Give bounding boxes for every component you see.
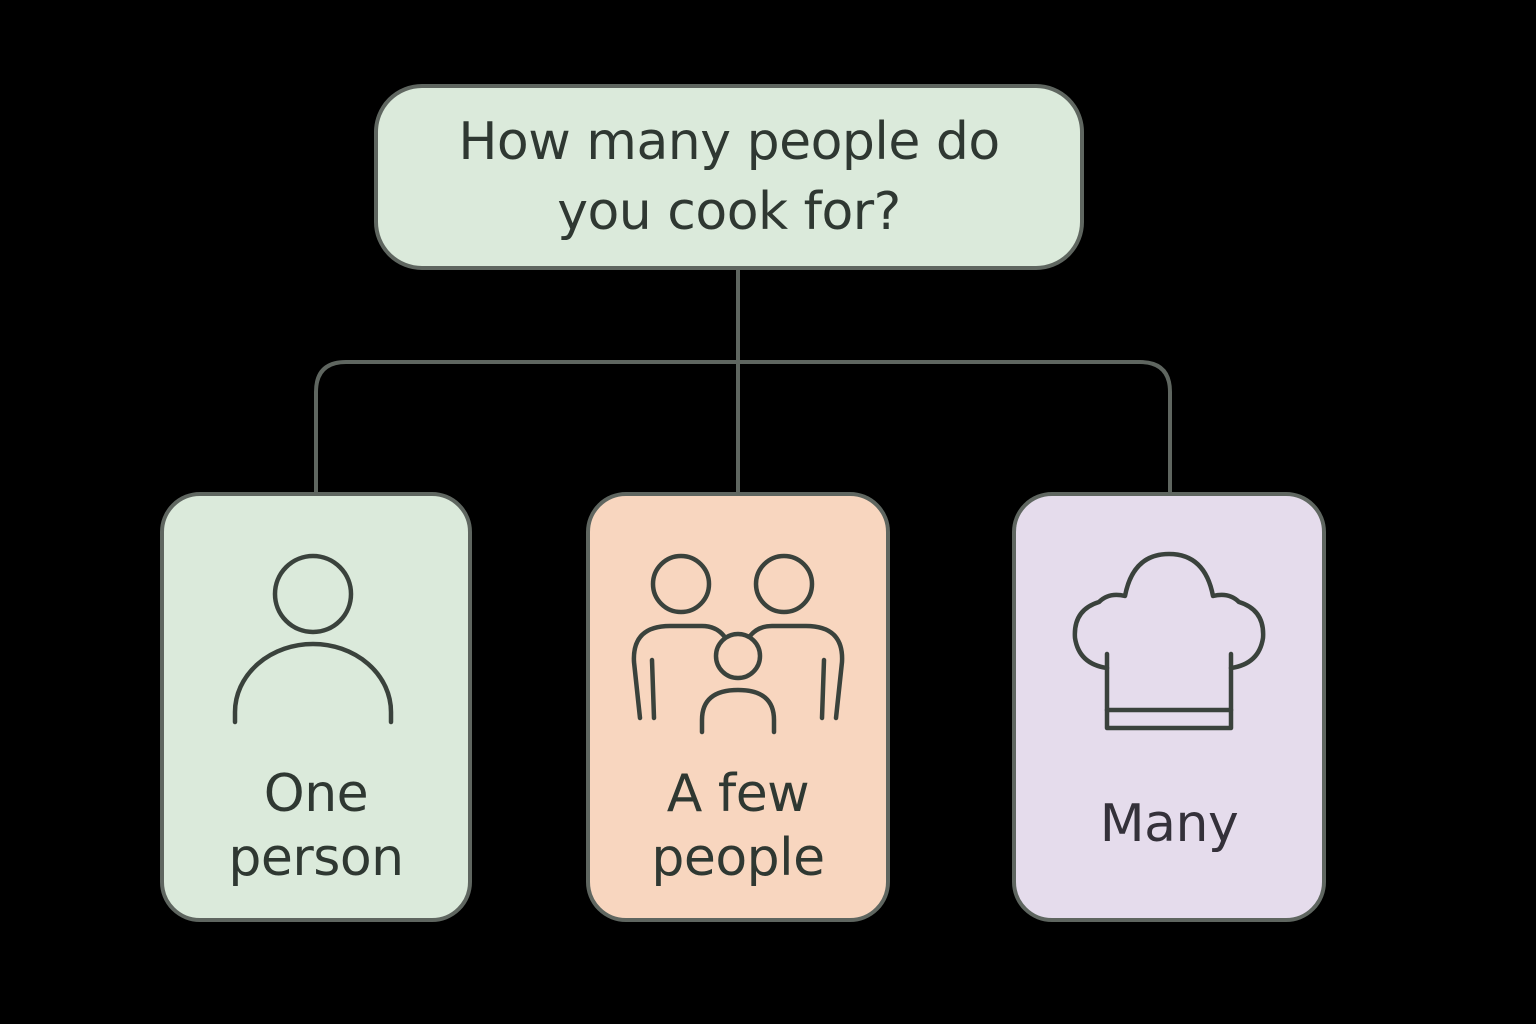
option-label-line1: A few <box>666 764 810 824</box>
family-icon <box>631 553 845 735</box>
connector-right-branch <box>736 360 1172 494</box>
question-text: How many people do you cook for? <box>458 112 1000 242</box>
option-label-line1: One <box>263 764 369 824</box>
option-label-line2: person <box>228 828 404 888</box>
option-label: Many <box>1099 794 1239 854</box>
option-card-one-person[interactable]: One person <box>160 492 472 922</box>
option-card-a-few-people[interactable]: A few people <box>586 492 890 922</box>
question-box: How many people do you cook for? <box>374 84 1084 270</box>
option-label-line2: people <box>651 828 825 888</box>
connector-left-branch <box>314 360 740 494</box>
chef-hat-icon <box>1072 551 1266 731</box>
person-icon <box>232 553 394 725</box>
option-card-many[interactable]: Many <box>1012 492 1326 922</box>
